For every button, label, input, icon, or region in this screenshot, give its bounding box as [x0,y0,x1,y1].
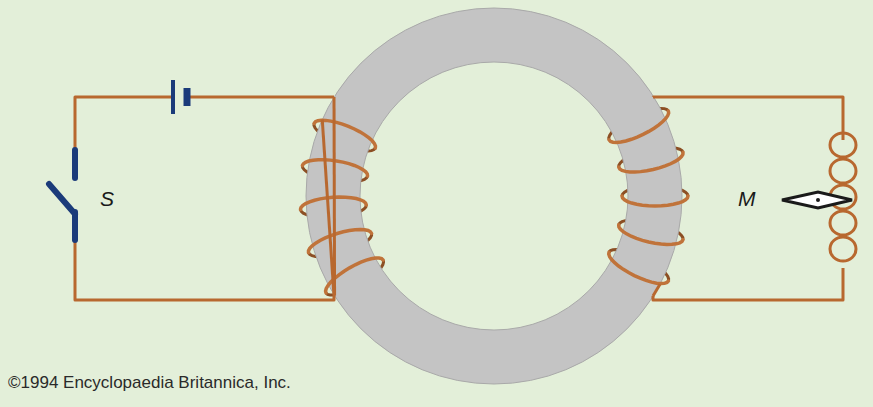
iron-ring-outer-edge [306,8,682,384]
wire [75,232,334,300]
wire [75,97,171,158]
coil-winding [619,152,683,172]
coil-loop [830,237,856,261]
meter-label: M [738,187,756,211]
coil-loop [830,133,856,157]
coil-loop [830,159,856,183]
battery-symbol [173,80,187,114]
wire [653,97,843,140]
primary-wires [75,97,843,300]
coil-winding [609,111,669,142]
iron-ring-inner-edge [360,62,628,330]
switch-symbol [49,150,75,240]
wire [190,96,334,99]
wire [653,268,843,300]
coil-winding [622,196,688,206]
iron-ring [333,35,655,357]
coil-lead [653,284,660,296]
coil-lead [322,120,334,296]
copyright-notice: ©1994 Encyclopaedia Britannica, Inc. [8,373,291,393]
switch-label: S [100,187,114,211]
coil-winding [308,229,371,252]
coil-windings-front [300,96,688,296]
coil-loop [830,211,856,235]
galvanometer-needle [782,192,852,208]
coil-winding [619,225,683,245]
coil-winding [609,252,669,283]
